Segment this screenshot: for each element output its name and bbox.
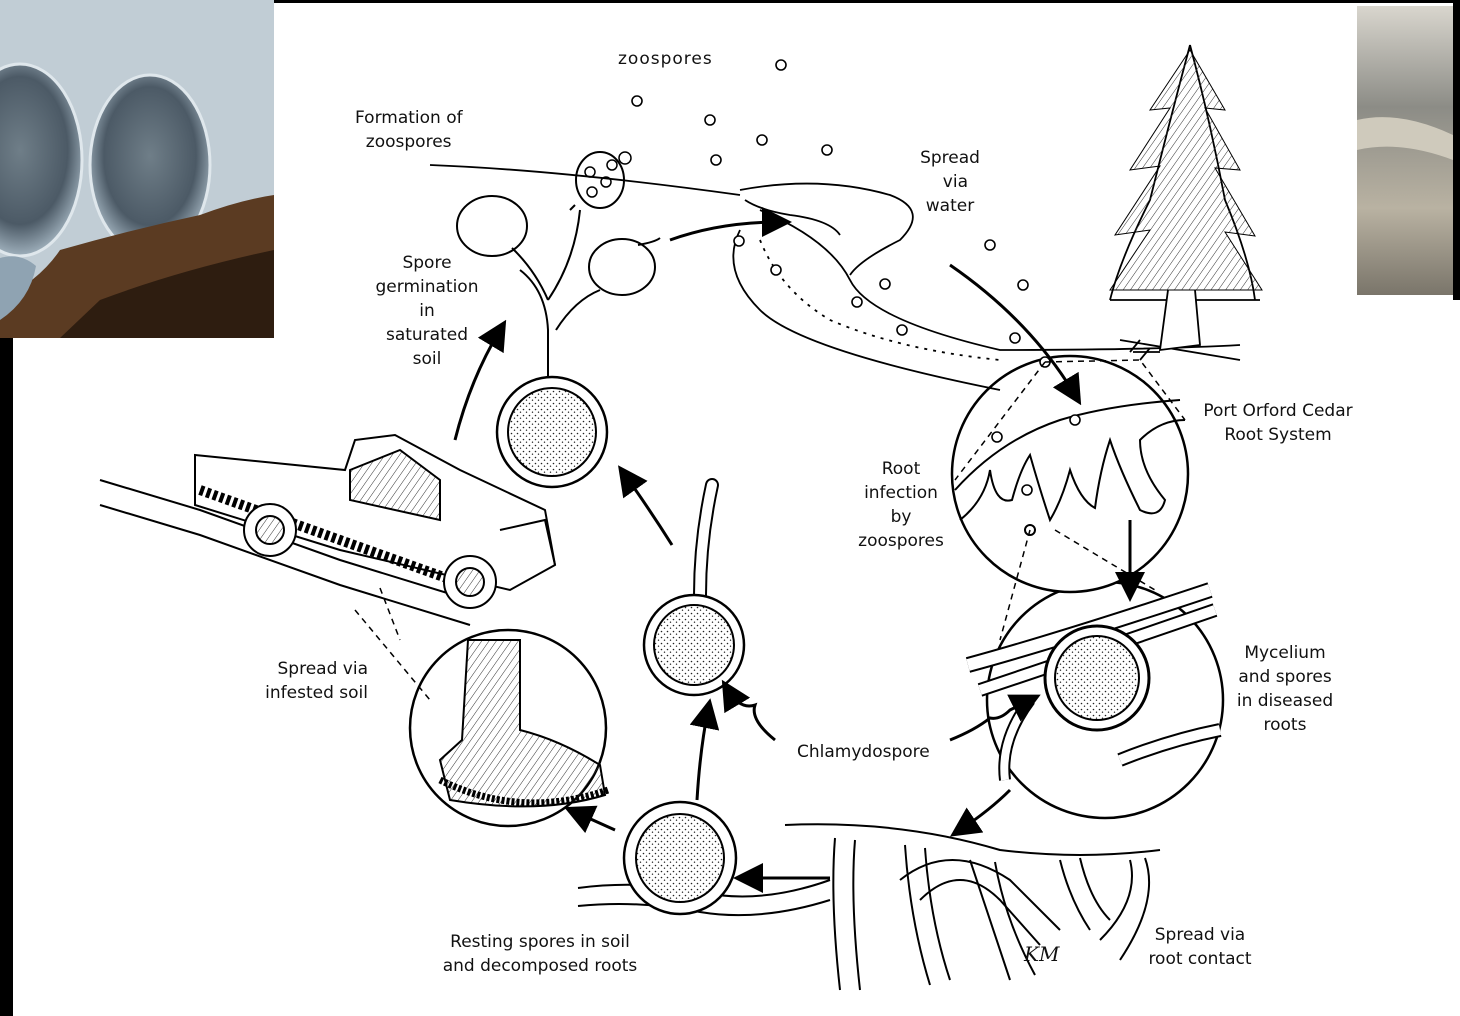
germination-label: Spore germination in saturated soil [362,251,492,371]
formation-label: Formation of zoospores [355,106,463,154]
chlamydospore-label: Chlamydospore [797,740,930,764]
pickup-truck [100,435,555,625]
tree-foliage [1110,50,1262,290]
port-orford-label: Port Orford Cedar Root System [1183,399,1373,447]
resting-spores-label: Resting spores in soil and decomposed ro… [425,930,655,978]
boot-circle [410,630,608,826]
spread-water-label: Spread via water [905,146,995,218]
top-border [274,0,1460,3]
artist-signature: KM [1024,942,1059,966]
root-contact-roots [785,824,1160,990]
left-black-bar [0,338,13,1016]
zoospores-label: zoospores [618,47,713,71]
stream-photo [1357,6,1453,295]
root-infection-label: Root infection by zoospores [846,457,956,553]
chlamydospore-pointer-arrows [728,690,1030,740]
sporangia-micrograph [0,0,274,338]
resting-spore [578,802,830,915]
germinating-chlamydospore [644,485,744,695]
root-infection-circle [952,356,1188,592]
right-photo-edge [1453,0,1460,300]
spread-soil-label: Spread via infested soil [240,657,368,705]
mycelium-label: Mycelium and spores in diseased roots [1225,641,1345,737]
spread-root-label: Spread via root contact [1135,923,1265,971]
